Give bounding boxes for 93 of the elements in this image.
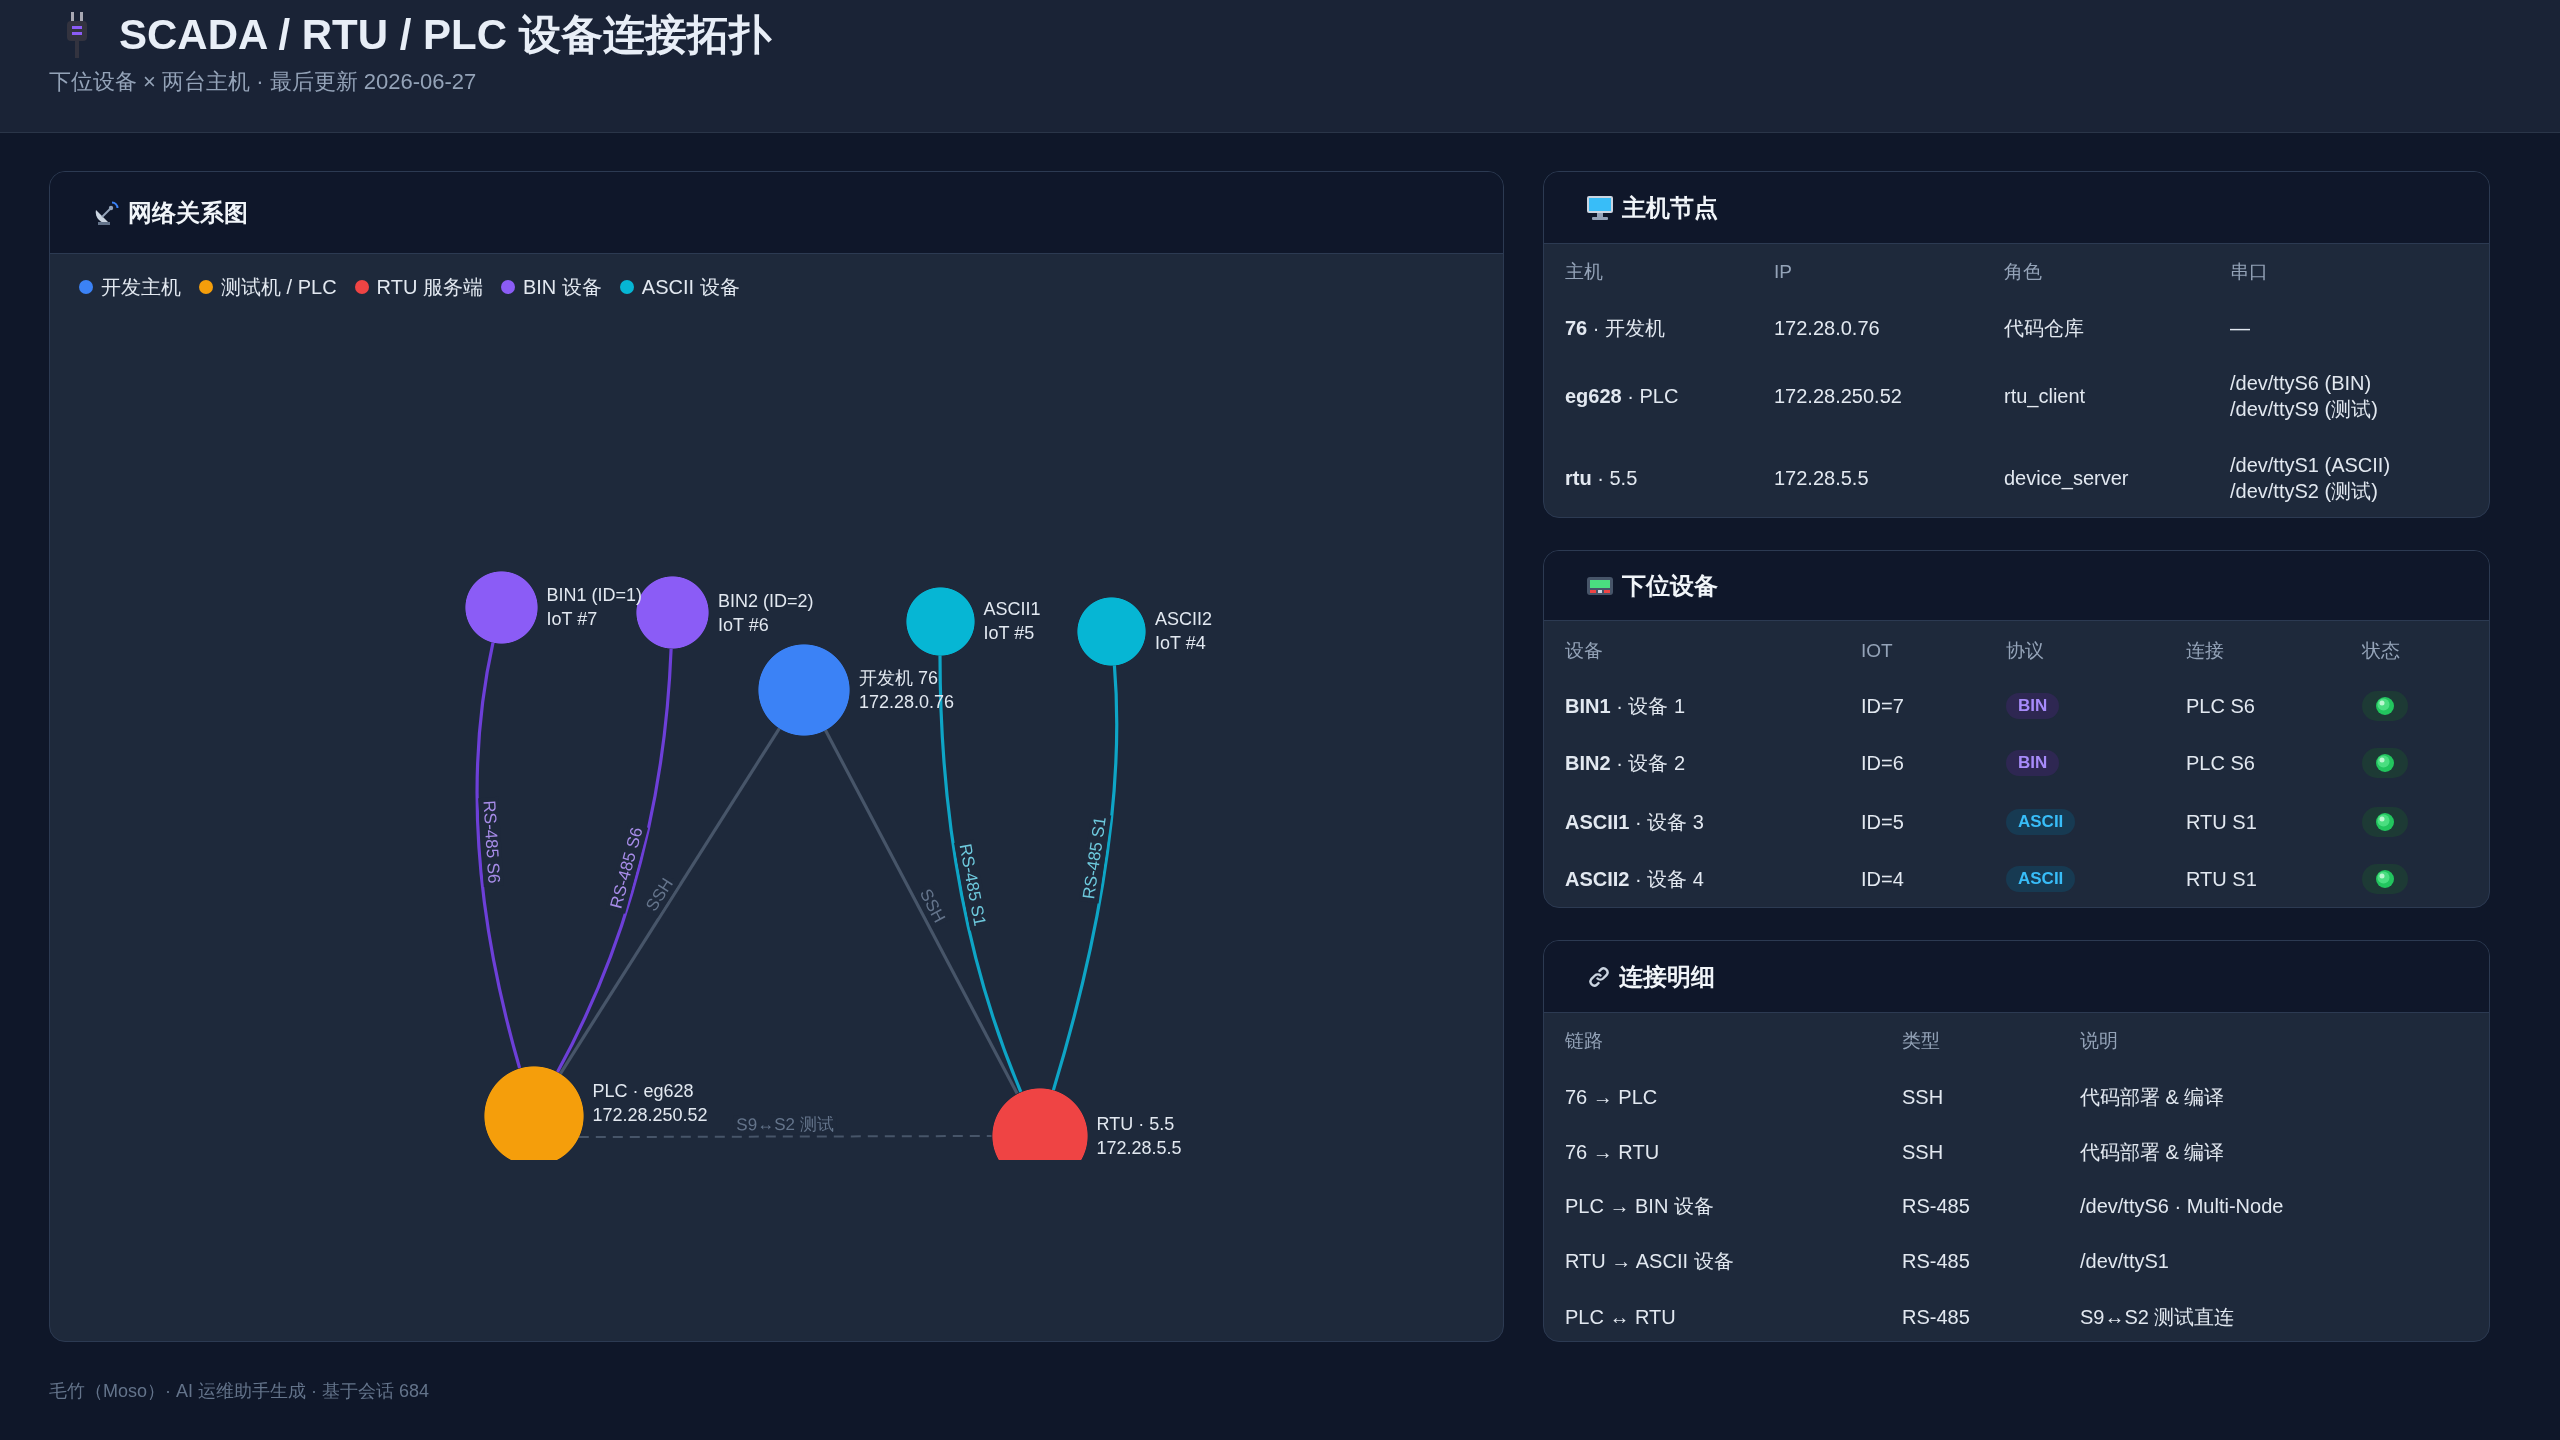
iot-id: ID=4 (1861, 867, 1904, 892)
iot-id: ID=5 (1861, 810, 1904, 835)
iot-id: ID=6 (1861, 751, 1904, 776)
node-label: 172.28.250.52 (592, 1104, 708, 1127)
legend-text: ASCII 设备 (641, 275, 740, 300)
node-label: ASCII2 (1155, 608, 1213, 631)
protocol-tag: ASCII (2006, 866, 2076, 892)
link-path: 76 → PLC (1565, 1085, 1658, 1110)
footer-caption: 毛竹（Moso）· AI 运维助手生成 · 基于会话 684 (49, 1380, 430, 1403)
panel-card (1543, 940, 2490, 1342)
link-path: PLC ↔ RTU (1565, 1305, 1676, 1330)
panel-title: 网络关系图 (128, 197, 248, 228)
panel-card (1543, 550, 2490, 908)
device-name: BIN1 · 设备 1 (1565, 694, 1686, 719)
page-title: SCADA / RTU / PLC 设备连接拓扑 (119, 10, 771, 60)
link-type: RS-485 (1902, 1305, 1970, 1330)
device-name: ASCII2 · 设备 4 (1565, 867, 1704, 892)
link-type: RS-485 (1902, 1194, 1970, 1219)
connector-line (475, 642, 522, 1069)
column-header: 主机 (1565, 260, 1603, 284)
node-label: 开发机 76 (859, 666, 940, 690)
legend-text: 开发主机 (101, 275, 181, 300)
iot-id: ID=7 (1861, 694, 1904, 719)
protocol-tag: BIN (2006, 750, 2060, 776)
column-header: IOT (1861, 639, 1893, 663)
serial-port: /dev/ttyS2 (测试) (2230, 479, 2378, 504)
connection-text: RTU S1 (2186, 810, 2257, 835)
link-path: 76 → RTU (1565, 1140, 1660, 1165)
role-text: rtu_client (2004, 384, 2086, 409)
node-label: PLC · eg628 (592, 1080, 695, 1103)
link-type: SSH (1902, 1085, 1944, 1110)
column-header: 协议 (2006, 639, 2044, 663)
ip-address: 172.28.0.76 (1774, 316, 1880, 341)
serial-port: /dev/ttyS6 (BIN) (2230, 371, 2372, 396)
link-description: 代码部署 & 编译 (2080, 1085, 2225, 1110)
link-description: /dev/ttyS1 (2080, 1249, 2169, 1274)
column-header: 链路 (1565, 1029, 1603, 1053)
connector-line (556, 648, 673, 1073)
serial-port: /dev/ttyS9 (测试) (2230, 397, 2378, 422)
protocol-tag: BIN (2006, 693, 2060, 719)
serial-port: /dev/ttyS1 (ASCII) (2230, 453, 2391, 478)
column-header: 状态 (2362, 639, 2400, 663)
panel-card (1543, 171, 2490, 518)
connection-text: PLC S6 (2186, 751, 2255, 776)
node-label: IoT #6 (718, 613, 770, 637)
column-header: 说明 (2080, 1029, 2118, 1053)
legend-text: BIN 设备 (522, 275, 602, 300)
column-header: 角色 (2004, 260, 2042, 284)
connection-text: RTU S1 (2186, 867, 2257, 892)
column-header: 串口 (2230, 260, 2268, 284)
role-text: device_server (2004, 466, 2129, 491)
role-text: 代码仓库 (2004, 316, 2084, 341)
link-description: /dev/ttyS6 · Multi-Node (2080, 1194, 2284, 1219)
node-label: IoT #5 (983, 622, 1036, 645)
node-label: IoT #4 (1155, 632, 1207, 655)
subtitle: 下位设备 × 两台主机 · 最后更新 2026-06-27 (49, 68, 477, 96)
connector-line (577, 1135, 993, 1139)
node-label: IoT #7 (546, 608, 599, 631)
panel-title: 主机节点 (1622, 192, 1718, 223)
legend-text: RTU 服务端 (376, 275, 483, 300)
connector-line (938, 655, 1023, 1093)
node-label: RTU · 5.5 (1096, 1113, 1176, 1136)
panel-card (49, 171, 1504, 1342)
connector-line (558, 727, 781, 1075)
node-label: ASCII1 (983, 598, 1041, 621)
device-name: BIN2 · 设备 2 (1565, 751, 1686, 776)
panel-title: 连接明细 (1619, 961, 1715, 992)
panel-title: 下位设备 (1622, 570, 1718, 601)
node-label: BIN2 (ID=2) (718, 589, 814, 613)
connector-line (1051, 665, 1119, 1091)
link-description: 代码部署 & 编译 (2080, 1140, 2225, 1165)
host-name: 76 · 开发机 (1565, 316, 1666, 341)
link-path: RTU → ASCII 设备 (1565, 1249, 1734, 1274)
link-path: PLC → BIN 设备 (1565, 1194, 1714, 1219)
protocol-tag: ASCII (2006, 809, 2076, 835)
column-header: IP (1774, 260, 1792, 284)
node-label: BIN1 (ID=1) (546, 584, 643, 607)
device-name: ASCII1 · 设备 3 (1565, 810, 1704, 835)
column-header: 类型 (1902, 1029, 1940, 1053)
connector-line (824, 729, 1019, 1095)
column-header: 设备 (1565, 639, 1603, 663)
node-label: 172.28.5.5 (1096, 1137, 1182, 1160)
ip-address: 172.28.250.52 (1774, 384, 1902, 409)
host-name: rtu · 5.5 (1565, 466, 1638, 491)
legend-text: 测试机 / PLC (221, 275, 337, 300)
ip-address: 172.28.5.5 (1774, 466, 1869, 491)
link-type: SSH (1902, 1140, 1944, 1165)
link-type: RS-485 (1902, 1249, 1970, 1274)
serial-port: — (2230, 316, 2250, 341)
host-name: eg628 · PLC (1565, 384, 1679, 409)
connection-text: PLC S6 (2186, 694, 2255, 719)
column-header: 连接 (2186, 639, 2224, 663)
link-description: S9↔S2 测试直连 (2080, 1305, 2235, 1330)
